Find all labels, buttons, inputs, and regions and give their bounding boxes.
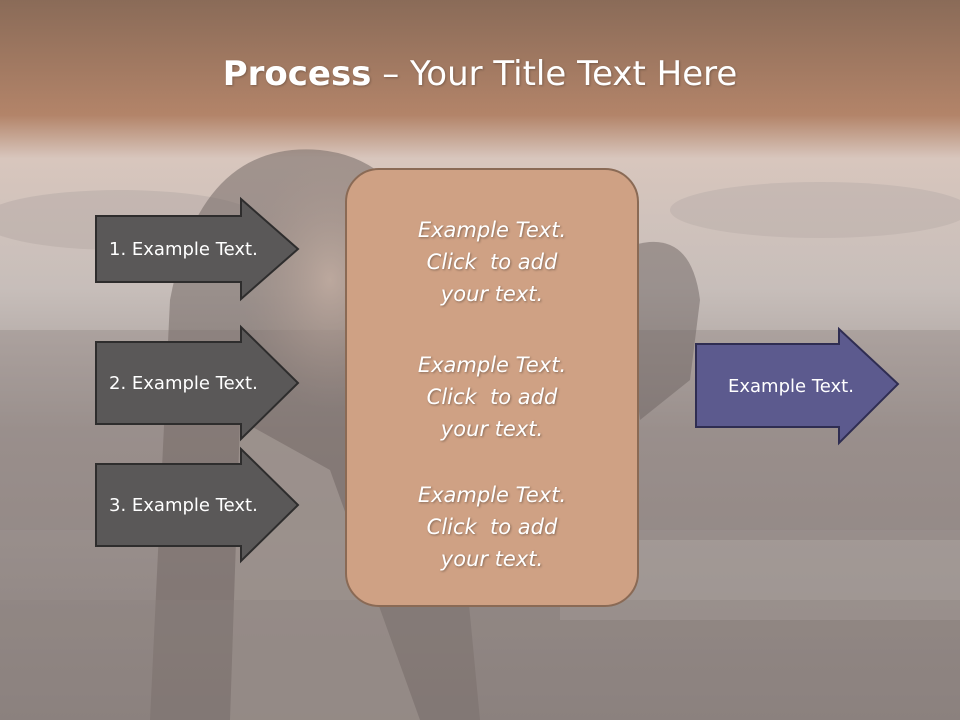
paragraph-line: your text. [440,282,544,306]
paragraph-line: Example Text. [417,483,567,507]
center-content-box[interactable]: Example Text. Click to add your text. Ex… [345,168,639,607]
center-paragraph-3: Example Text. Click to add your text. [347,479,637,575]
arrow-shape-icon [95,446,300,564]
left-arrow-2-label: 2. Example Text. [109,372,258,394]
right-arrow-label: Example Text. [728,375,854,397]
paragraph-line: Click to add [426,515,558,539]
left-arrow-1[interactable]: 1. Example Text. [95,196,300,302]
left-arrow-3-label: 3. Example Text. [109,494,258,516]
arrow-shape-icon [695,326,900,446]
left-arrow-1-label: 1. Example Text. [109,238,258,260]
center-paragraph-2: Example Text. Click to add your text. [347,349,637,445]
left-arrow-3[interactable]: 3. Example Text. [95,446,300,564]
paragraph-line: Click to add [426,385,558,409]
title-rest: – Your Title Text Here [371,54,738,94]
paragraph-line: Click to add [426,250,558,274]
title-bold: Process [222,54,372,94]
right-arrow[interactable]: Example Text. [695,326,900,446]
slide-title: Process – Your Title Text Here [0,52,960,96]
arrow-shape-icon [95,196,300,302]
paragraph-line: your text. [440,417,544,441]
paragraph-line: Example Text. [417,218,567,242]
center-paragraph-1: Example Text. Click to add your text. [347,214,637,310]
left-arrow-2[interactable]: 2. Example Text. [95,324,300,442]
paragraph-line: Example Text. [417,353,567,377]
arrow-shape-icon [95,324,300,442]
paragraph-line: your text. [440,547,544,571]
